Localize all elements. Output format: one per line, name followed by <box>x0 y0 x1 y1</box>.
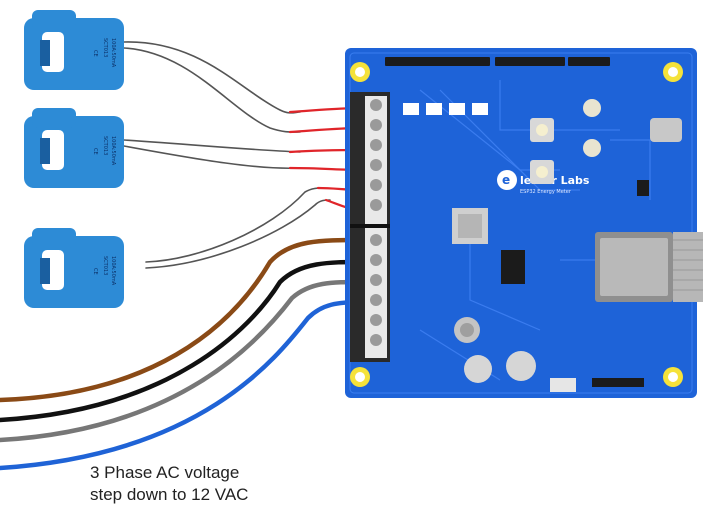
voltage-wire-blue <box>0 299 365 471</box>
ct-ce-mark: CE <box>92 50 98 57</box>
caption-line-1: 3 Phase AC voltage <box>90 463 240 482</box>
ct-sensor-1: CE SCT013 100A:50mA <box>24 10 124 90</box>
ct-label-line2: 100A:50mA <box>110 136 116 166</box>
voltage-wires <box>0 237 365 471</box>
caption-line-2: step down to 12 VAC <box>90 485 249 504</box>
esp32-module <box>595 232 703 302</box>
mounting-holes <box>350 62 683 387</box>
ct-ce-mark: CE <box>92 268 98 275</box>
ct-label-line2: 100A:50mA <box>110 256 116 286</box>
usb-c-port <box>650 118 682 142</box>
caption: 3 Phase AC voltage step down to 12 VAC <box>90 462 248 506</box>
brand-mark: e <box>502 173 510 187</box>
terminal-block <box>350 92 390 362</box>
voltage-wire-brown <box>0 237 365 403</box>
ct-ce-mark: CE <box>92 148 98 155</box>
pcb-board: e lektor Labs ESP32 Energy Meter <box>345 48 703 398</box>
ct-sensor-3: CE SCT013 100A:50mA <box>24 228 124 308</box>
sensor-wires <box>123 41 364 269</box>
ct-label-line1: SCT013 <box>102 38 108 57</box>
ct-label-line1: SCT013 <box>102 136 108 155</box>
board-subtitle: ESP32 Energy Meter <box>520 189 572 195</box>
ct-sensor-2: CE SCT013 100A:50mA <box>24 108 124 188</box>
ct-label-line1: SCT013 <box>102 256 108 275</box>
ct-label-line2: 100A:50mA <box>110 38 116 68</box>
voltage-wire-black <box>0 259 365 423</box>
top-pin-header <box>385 57 610 66</box>
components <box>403 99 649 392</box>
voltage-wire-grey <box>0 279 365 443</box>
mcu-chip <box>452 208 488 244</box>
